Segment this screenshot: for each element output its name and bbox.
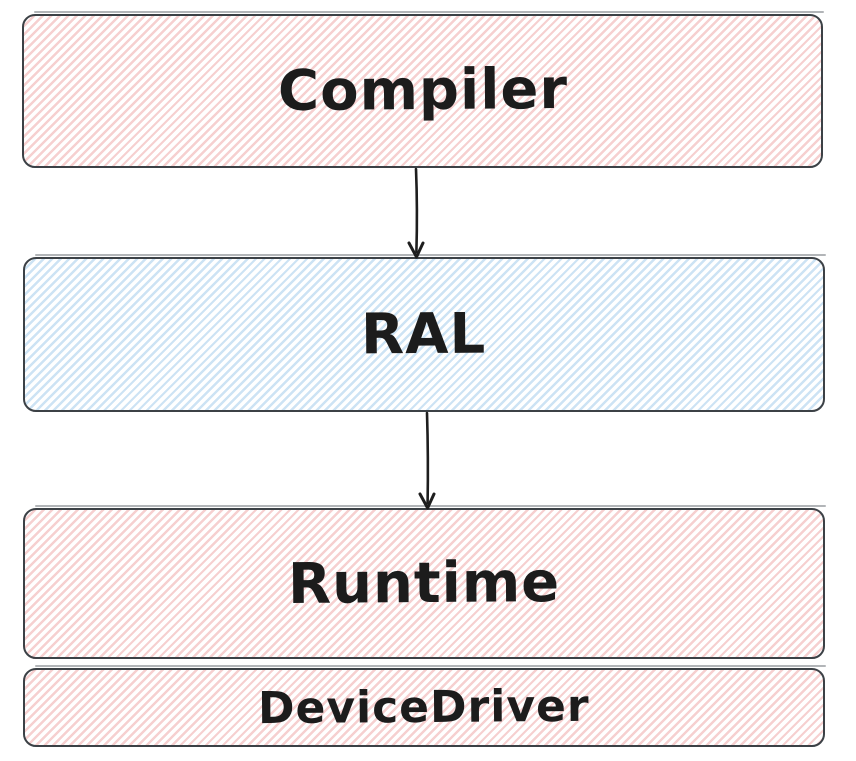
node-ral-label: RAL — [361, 301, 487, 367]
node-compiler: Compiler — [22, 11, 824, 168]
node-runtime: Runtime — [23, 505, 826, 659]
node-ral: RAL — [23, 254, 826, 412]
node-devicedriver: DeviceDriver — [23, 665, 826, 747]
node-devicedriver-label: DeviceDriver — [258, 680, 590, 734]
node-runtime-label: Runtime — [287, 549, 561, 617]
arrow-compiler-to-ral — [407, 167, 425, 259]
node-compiler-label: Compiler — [277, 56, 568, 125]
arrow-ral-to-runtime — [418, 411, 436, 510]
